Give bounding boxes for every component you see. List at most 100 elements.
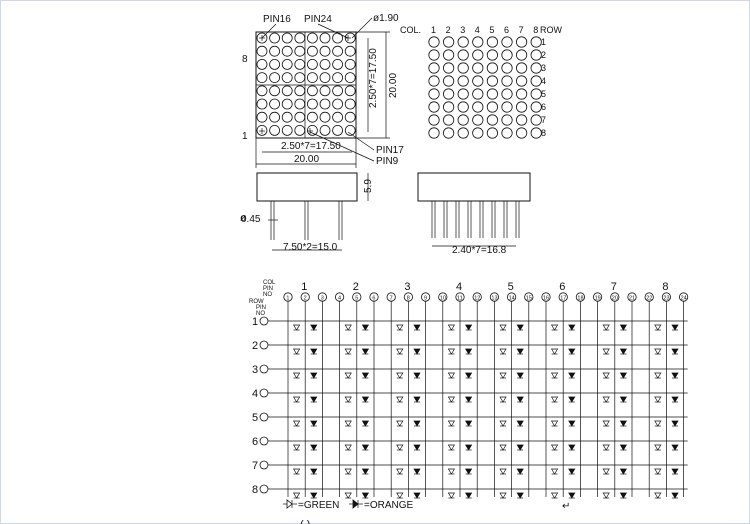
green-diode-icon — [654, 324, 662, 331]
orange-diode-icon — [413, 324, 421, 331]
green-diode-icon — [499, 468, 507, 475]
top-view-dot — [269, 98, 281, 110]
schematic-col-pin-number: 23 — [663, 296, 669, 302]
matrix-dot — [428, 101, 440, 113]
orange-diode-icon — [310, 492, 318, 499]
green-diode-icon — [292, 444, 301, 451]
green-diode-icon — [602, 492, 610, 499]
top-view-dot — [281, 124, 293, 136]
matrix-dot — [457, 49, 469, 61]
schematic-col-pin-number: 1 — [286, 296, 289, 302]
pitch-v-label: 2.50*7=17.50 — [368, 48, 379, 108]
orange-diode-icon — [413, 348, 421, 355]
orange-diode-icon — [413, 372, 421, 379]
orange-diode-icon — [619, 372, 628, 379]
top-view-dot — [306, 59, 318, 70]
matrix-dot — [501, 101, 513, 113]
top-view-dot — [256, 98, 268, 110]
pin24-leader — [317, 23, 349, 39]
matrix-dot — [472, 101, 484, 113]
legend-orange-diode-icon — [352, 499, 359, 509]
top-view-dot — [269, 72, 281, 83]
top-view-dot — [269, 85, 281, 97]
orange-diode-icon — [619, 396, 628, 403]
orange-diode-icon — [310, 420, 318, 427]
green-diode-icon — [396, 396, 404, 403]
legend-green-label: =GREEN — [298, 500, 339, 511]
orange-diode-icon — [619, 324, 628, 331]
pin17-leader — [347, 131, 375, 151]
matrix-col-number: 5 — [489, 25, 494, 35]
schematic-col-number: 6 — [559, 281, 565, 293]
side-view-left: 5.9 0.45 ø 7.50*2=15.0 — [240, 172, 374, 253]
orange-diode-icon — [413, 444, 421, 451]
matrix-row-number: 3 — [541, 63, 546, 73]
schematic-col-number: 2 — [353, 281, 359, 293]
pin24-label: PIN24 — [304, 14, 332, 25]
top-view-dot — [332, 45, 344, 57]
top-view-dot — [306, 45, 318, 57]
green-diode-icon — [550, 372, 559, 379]
top-view-dot — [294, 85, 306, 97]
matrix-dot — [501, 88, 513, 100]
matrix-dot — [515, 114, 528, 126]
schematic-row-number: 1 — [252, 316, 258, 328]
top-view-dot — [306, 98, 318, 110]
green-diode-icon — [499, 348, 507, 355]
green-diode-icon — [654, 396, 662, 403]
green-diode-icon — [447, 492, 456, 499]
top-view-dot — [306, 85, 318, 97]
schematic-row-pin-circle — [259, 460, 269, 470]
green-diode-icon — [292, 420, 301, 427]
top-view-dot — [269, 32, 281, 44]
top-view-dot — [269, 111, 281, 123]
schematic-row-pin-circle — [259, 364, 269, 374]
top-view-dot — [344, 45, 356, 57]
green-diode-icon — [344, 396, 352, 403]
green-diode-icon — [602, 372, 610, 379]
matrix-row-number: 1 — [541, 37, 546, 47]
orange-diode-icon — [516, 396, 524, 403]
schematic-col-pin-number: 19 — [595, 296, 601, 302]
orange-diode-icon — [568, 420, 576, 427]
pin16-leader — [261, 23, 277, 39]
matrix-dot — [530, 75, 542, 87]
schematic-col-pin-number: 21 — [629, 296, 635, 302]
matrix-dot — [428, 88, 440, 100]
matrix-dot — [442, 62, 455, 74]
schematic-col-pin-number: 6 — [372, 296, 375, 302]
top-view-dot — [319, 45, 331, 57]
orange-diode-icon — [619, 492, 628, 499]
matrix-dot — [472, 62, 484, 74]
green-diode-icon — [550, 492, 559, 499]
top-view-dot — [269, 45, 281, 57]
legend-orange-label: =ORANGE — [364, 500, 414, 511]
matrix-dot — [457, 101, 469, 113]
schematic-col-number: 7 — [611, 281, 617, 293]
matrix-dot — [530, 114, 542, 126]
top-view: PIN16 PIN24 ø1.90 8 1 2.50*7=17.50 20.00… — [242, 13, 404, 168]
orange-diode-icon — [516, 420, 524, 427]
orange-diode-icon — [361, 444, 370, 451]
col-label: COL. — [400, 25, 421, 35]
green-diode-icon — [602, 348, 610, 355]
schematic-col-pin-number: 4 — [338, 296, 341, 302]
legend-green-diode-icon — [286, 499, 293, 509]
top-view-dot — [332, 111, 344, 123]
top-view-dot — [256, 45, 268, 57]
matrix-dot — [515, 88, 528, 100]
schematic-col-pin-number: 11 — [457, 296, 463, 302]
matrix-dot — [442, 88, 455, 100]
row-head-row: ROW — [249, 299, 264, 305]
pin16-label: PIN16 — [263, 14, 291, 25]
orange-diode-icon — [516, 324, 524, 331]
green-diode-icon — [292, 396, 301, 403]
matrix-dot — [486, 127, 498, 139]
green-diode-icon — [396, 420, 404, 427]
matrix-row-number: 6 — [541, 102, 546, 112]
top-view-dot — [281, 85, 293, 97]
matrix-dot — [501, 36, 513, 48]
